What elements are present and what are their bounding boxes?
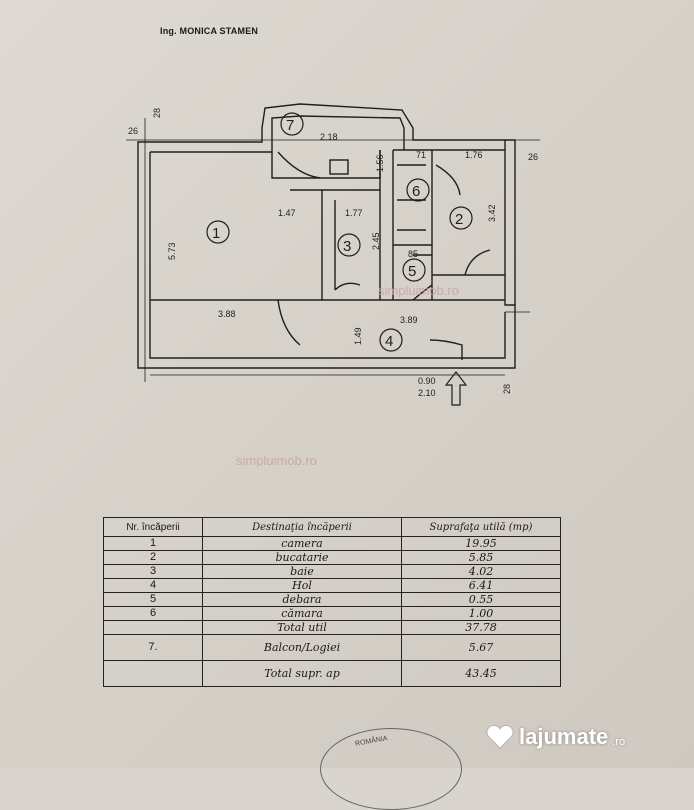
cell-area: 0.55 bbox=[401, 592, 561, 607]
dim-1-56: 1.56 bbox=[375, 154, 385, 172]
cell-area: 6.41 bbox=[401, 578, 561, 593]
cell-nr: 2 bbox=[103, 550, 203, 565]
wall-26-left: 26 bbox=[128, 126, 138, 136]
cell-nr: 3 bbox=[103, 564, 203, 579]
room-3-number: 3 bbox=[343, 238, 351, 255]
cell-nr bbox=[103, 660, 203, 687]
cell-purpose: Hol bbox=[202, 578, 402, 593]
rooms-table: Nr. încăperii Destinaţia încăperii Supra… bbox=[103, 517, 561, 687]
cell-nr: 7. bbox=[103, 634, 203, 661]
watermark-center: simpluimob.ro bbox=[236, 453, 317, 468]
cell-purpose: Balcon/Logiei bbox=[202, 634, 402, 661]
dim-2-18: 2.18 bbox=[320, 132, 338, 142]
room-2-number: 2 bbox=[455, 211, 463, 228]
dim-1-47: 1.47 bbox=[278, 208, 296, 218]
cell-purpose: cămara bbox=[202, 606, 402, 621]
room-5-number: 5 bbox=[408, 263, 416, 280]
lajumate-logo: lajumate .ro bbox=[485, 724, 625, 750]
cell-purpose: Total supr. ap bbox=[202, 660, 402, 687]
cell-area: 4.02 bbox=[401, 564, 561, 579]
room-4-number: 4 bbox=[385, 333, 393, 350]
cell-nr: 4 bbox=[103, 578, 203, 593]
logo-tld: .ro bbox=[612, 736, 626, 748]
heart-logo-icon bbox=[486, 725, 514, 749]
cell-area: 1.00 bbox=[401, 606, 561, 621]
header-room-purpose: Destinaţia încăperii bbox=[202, 517, 402, 537]
dim-0-90: 0.90 bbox=[418, 376, 436, 386]
official-stamp bbox=[320, 728, 462, 810]
floor-plan: 1 2 3 4 5 6 7 2.18 1.56 71 1.76 1.47 1.7… bbox=[126, 103, 540, 406]
dim-3-42: 3.42 bbox=[487, 204, 497, 222]
cell-purpose: Total util bbox=[202, 620, 402, 635]
cell-nr: 6 bbox=[103, 606, 203, 621]
table-header-row: Nr. încăperii Destinaţia încăperii Supra… bbox=[103, 517, 561, 537]
dim-85: 85 bbox=[408, 249, 418, 259]
wall-26-right: 26 bbox=[528, 152, 538, 162]
dim-3-89: 3.89 bbox=[400, 315, 418, 325]
room-1-number: 1 bbox=[212, 225, 220, 242]
logo-text: lajumate bbox=[519, 724, 609, 749]
cell-nr: 5 bbox=[103, 592, 203, 607]
watermark-plan: simpluimob.ro bbox=[378, 283, 459, 298]
dim-3-88: 3.88 bbox=[218, 309, 236, 319]
dim-2-10: 2.10 bbox=[418, 388, 436, 398]
dim-1-49: 1.49 bbox=[353, 327, 363, 345]
dim-1-77: 1.77 bbox=[345, 208, 363, 218]
cell-area: 37.78 bbox=[401, 620, 561, 635]
wall-28-bottom: 28 bbox=[502, 384, 512, 394]
cell-purpose: debara bbox=[202, 592, 402, 607]
cell-purpose: camera bbox=[202, 536, 402, 551]
header-room-number: Nr. încăperii bbox=[103, 517, 203, 537]
room-6-number: 6 bbox=[412, 183, 420, 200]
wall-28-top: 28 bbox=[152, 108, 162, 118]
dim-2-45: 2.45 bbox=[371, 232, 381, 250]
dim-1-76: 1.76 bbox=[465, 150, 483, 160]
architect-name: Ing. MONICA STAMEN bbox=[160, 26, 259, 36]
cell-nr bbox=[103, 620, 203, 635]
cell-area: 5.67 bbox=[401, 634, 561, 661]
room-7-number: 7 bbox=[286, 117, 294, 134]
cell-purpose: bucatarie bbox=[202, 550, 402, 565]
entry-arrow-icon bbox=[444, 371, 468, 406]
cell-nr: 1 bbox=[103, 536, 203, 551]
dim-5-73: 5.73 bbox=[167, 242, 177, 260]
cell-area: 19.95 bbox=[401, 536, 561, 551]
cell-purpose: baie bbox=[202, 564, 402, 579]
dim-71: 71 bbox=[416, 150, 426, 160]
header-area: Suprafaţa utilă (mp) bbox=[401, 517, 561, 537]
cell-area: 5.85 bbox=[401, 550, 561, 565]
cell-area: 43.45 bbox=[401, 660, 561, 687]
